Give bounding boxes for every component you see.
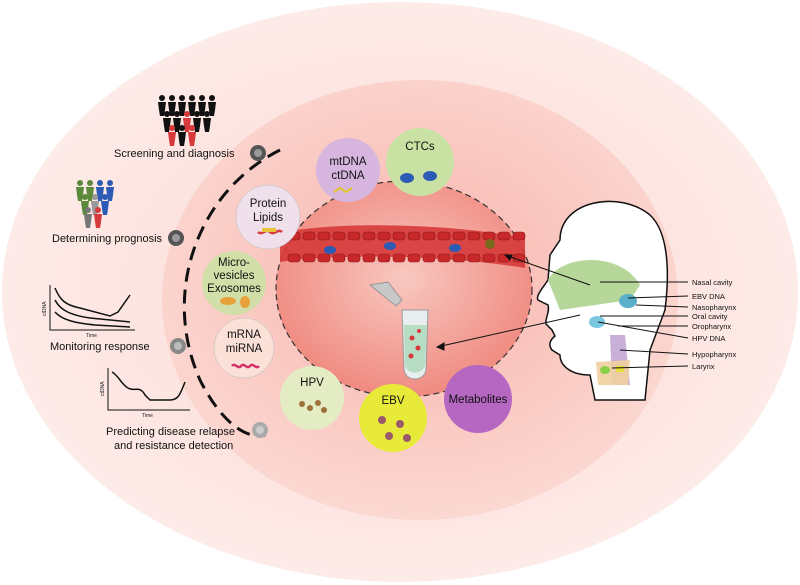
bubble-mrna: mRNA miRNA bbox=[213, 317, 275, 379]
monitoring-chart-ylabel: ctDNA bbox=[42, 301, 48, 316]
bubble-ebv: EBV bbox=[359, 384, 427, 452]
bubble-mrna-line2: miRNA bbox=[226, 343, 263, 355]
anatomy-label-oropharynx: Oropharynx bbox=[692, 322, 731, 331]
bubble-hpv-label: HPV bbox=[300, 377, 324, 389]
timeline-node-prognosis bbox=[168, 230, 184, 246]
blood-tube-icon bbox=[369, 281, 429, 380]
relapse-chart: ctDNA Time bbox=[100, 368, 190, 419]
anatomy-label-nasal-cavity: Nasal cavity bbox=[692, 278, 733, 287]
bubble-protein-line1: Protein bbox=[250, 198, 286, 210]
monitoring-chart-xlabel: Time bbox=[86, 333, 97, 339]
bubble-microvesicles: Micro- vesicles Exosomes bbox=[202, 251, 266, 315]
bubble-micro-line2: vesicles bbox=[214, 270, 255, 282]
people-group-prognosis-icon bbox=[76, 180, 114, 228]
bubble-metabolites: Metabolites bbox=[444, 365, 512, 433]
anatomy-label-nasopharynx: Nasopharynx bbox=[692, 303, 736, 312]
bubble-hpv: HPV bbox=[280, 366, 344, 430]
bubble-mtdna-line2: ctDNA bbox=[331, 170, 365, 182]
people-group-screening-icon bbox=[158, 95, 216, 146]
pointer-arrows bbox=[435, 254, 689, 369]
bubble-mrna-line1: mRNA bbox=[227, 329, 261, 341]
bubble-ctcs-label: CTCs bbox=[405, 141, 435, 153]
bubble-mtdna-line1: mtDNA bbox=[329, 156, 366, 168]
anatomy-label-larynx: Larynx bbox=[692, 362, 715, 371]
head-anatomy bbox=[536, 200, 669, 401]
bubble-metabolites-label: Metabolites bbox=[449, 394, 508, 406]
timeline-arc bbox=[182, 148, 281, 438]
bubble-micro-line1: Micro- bbox=[218, 257, 250, 269]
anatomy-label-hypopharynx: Hypopharynx bbox=[692, 350, 736, 359]
bubble-ctcs: CTCs bbox=[386, 128, 454, 196]
bubble-ebv-label: EBV bbox=[381, 395, 404, 407]
bubble-mtdna: mtDNA ctDNA bbox=[316, 138, 380, 202]
stage-label-monitoring: Monitoring response bbox=[50, 341, 150, 353]
anatomy-label-oral-cavity: Oral cavity bbox=[692, 312, 728, 321]
bubble-protein: Protein Lipids bbox=[235, 184, 301, 250]
relapse-chart-xlabel: Time bbox=[142, 413, 153, 419]
stage-label-relapse-2: and resistance detection bbox=[114, 440, 233, 452]
timeline-node-relapse bbox=[252, 422, 268, 438]
bubble-protein-line2: Lipids bbox=[253, 212, 283, 224]
stage-label-relapse-1: Predicting disease relapse bbox=[106, 426, 235, 438]
timeline-node-screening bbox=[250, 145, 266, 161]
relapse-chart-ylabel: ctDNA bbox=[100, 381, 106, 396]
monitoring-chart: ctDNA Time bbox=[42, 285, 135, 339]
timeline-node-monitoring bbox=[170, 338, 186, 354]
bubble-micro-line3: Exosomes bbox=[207, 283, 261, 295]
blood-vessel bbox=[280, 225, 526, 268]
anatomy-label-hpv-dna: HPV DNA bbox=[692, 334, 725, 343]
anatomy-label-ebv-dna: EBV DNA bbox=[692, 292, 725, 301]
stage-label-prognosis: Determining prognosis bbox=[52, 233, 163, 245]
stage-label-screening: Screening and diagnosis bbox=[114, 148, 235, 160]
